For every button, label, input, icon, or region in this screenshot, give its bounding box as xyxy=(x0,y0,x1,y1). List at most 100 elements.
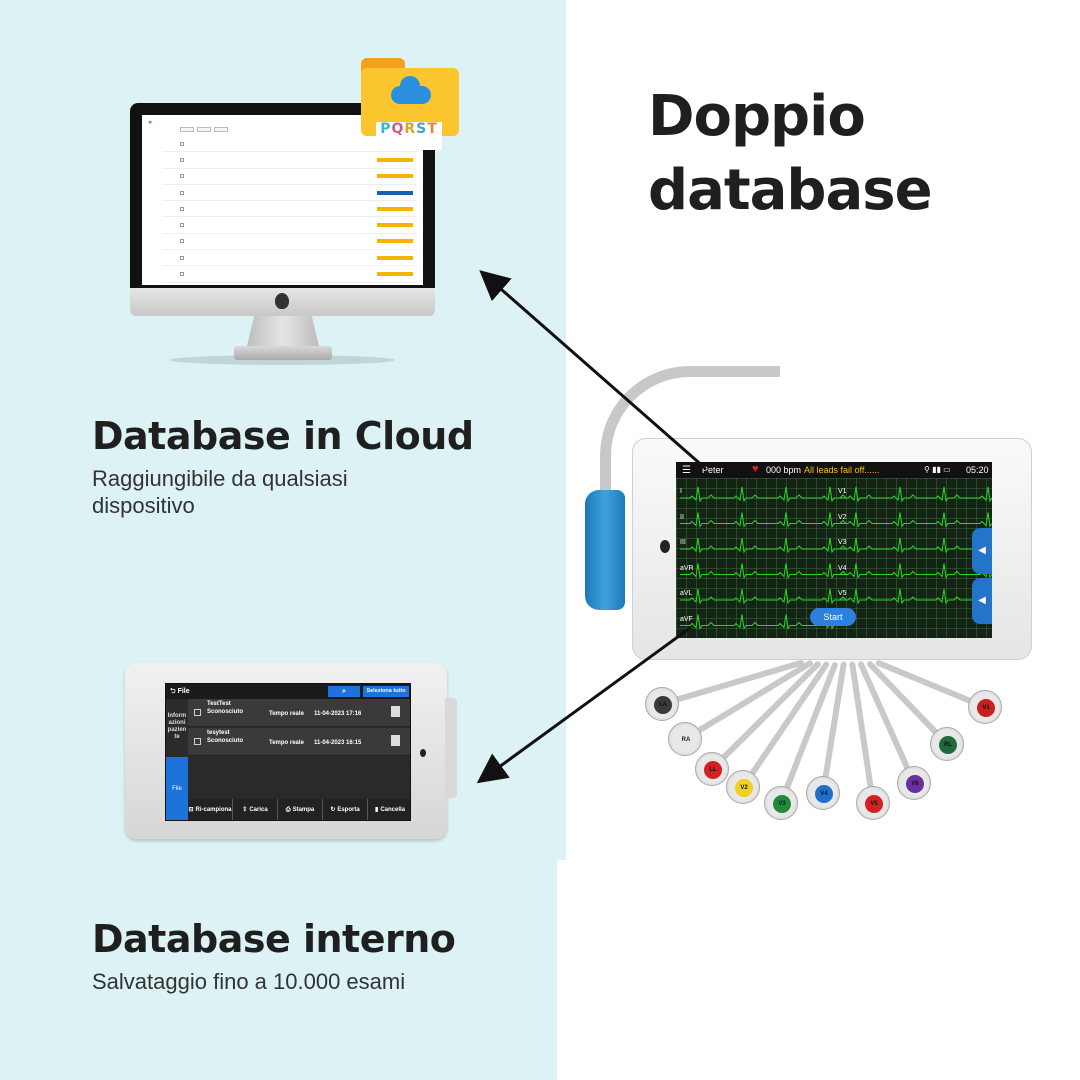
electrode-label: RA xyxy=(677,731,695,749)
select-all-button[interactable]: Seleziona tutto xyxy=(363,686,409,697)
electrode-v2: V2 xyxy=(726,770,760,804)
toolbar-button[interactable] xyxy=(180,127,194,132)
internal-description: Salvataggio fino a 10.000 esami xyxy=(92,969,406,994)
device-cable xyxy=(600,366,780,496)
start-button[interactable]: Start xyxy=(810,608,856,626)
toolbar-button[interactable] xyxy=(197,127,211,132)
status-icons: ⚲ ▮▮ ▭ xyxy=(924,465,951,474)
row-mode: Tempo reale xyxy=(269,711,304,717)
folder-letters: PQRST xyxy=(376,122,442,150)
menu-icon[interactable]: ☰ xyxy=(682,465,691,476)
list-item[interactable]: tesytest Sconosciuto Tempo reale 11-04-2… xyxy=(188,728,410,756)
export-icon: ↻ xyxy=(330,807,336,813)
cloud-icon xyxy=(391,76,431,104)
electrode-label: V2 xyxy=(735,779,753,797)
cable-connector xyxy=(585,490,625,610)
electrode-v6: V6 xyxy=(897,766,931,800)
delete-label: Cancella xyxy=(380,807,405,813)
upload-button[interactable]: ⇪Carica xyxy=(233,799,278,820)
ecg-trace-right xyxy=(838,486,992,503)
row-checkbox[interactable] xyxy=(194,709,201,716)
imac-stand-base xyxy=(234,346,332,360)
ecg-screen: ☰ Peter ♥ 000 bpm All leads fail off....… xyxy=(676,462,992,638)
sidebar-item-file[interactable]: File xyxy=(166,757,188,820)
electrode-label: V3 xyxy=(773,795,791,813)
device-sidebar: Informazioni paziente File xyxy=(166,699,188,820)
arrow-to-internal xyxy=(476,626,691,784)
lead-label: aVF xyxy=(680,615,693,623)
lead-alert: All leads fail off...... xyxy=(804,465,880,475)
table-row[interactable] xyxy=(162,266,417,283)
letter-s: S xyxy=(416,121,428,137)
table-header-row xyxy=(162,136,417,153)
page-title: Doppio database xyxy=(648,80,933,228)
electrode-label: V1 xyxy=(977,699,995,717)
internal-heading: Database interno xyxy=(92,917,456,961)
letter-t: T xyxy=(427,121,438,137)
imac-shadow xyxy=(170,355,395,365)
search-button[interactable]: ⌕ xyxy=(328,686,360,697)
electrode-v5: V5 xyxy=(856,786,890,820)
arrow-to-cloud xyxy=(479,270,706,470)
export-button[interactable]: ↻Esporta xyxy=(323,799,368,820)
letter-p: P xyxy=(380,121,392,137)
ecg-status-bar: ☰ Peter ♥ 000 bpm All leads fail off....… xyxy=(676,462,992,478)
chevron-left-icon: ◀ xyxy=(978,595,986,606)
document-icon[interactable] xyxy=(391,735,400,746)
sidebar-item-label: Informazioni paziente xyxy=(167,713,187,740)
ecg-trace-left xyxy=(680,486,847,503)
trash-icon: ▮ xyxy=(375,807,379,813)
electrode-label: RL xyxy=(939,736,957,754)
device-top-bar: ⮌ File ⌕ Seleziona tutto xyxy=(166,684,410,699)
table-row[interactable] xyxy=(162,234,417,251)
table-row[interactable] xyxy=(162,152,417,169)
lead-label: III xyxy=(680,539,686,546)
back-button[interactable]: ⮌ File xyxy=(170,688,190,695)
electrode-label: LA xyxy=(654,696,672,714)
ecg-trace-left xyxy=(680,588,847,605)
lead-label: aVR xyxy=(680,564,694,572)
electrode-label: V4 xyxy=(815,785,833,803)
electrode-label: V5 xyxy=(865,795,883,813)
resample-button[interactable]: ⊟Ri-campiona xyxy=(188,799,233,820)
letter-q: Q xyxy=(391,121,405,137)
delete-button[interactable]: ▮Cancella xyxy=(368,799,410,820)
heart-rate: 000 bpm xyxy=(766,465,802,475)
imac-stand xyxy=(247,316,319,346)
patient-name: Peter xyxy=(702,465,724,475)
print-label: Stampa xyxy=(292,807,315,813)
row-checkbox[interactable] xyxy=(194,738,201,745)
lead-label: aVL xyxy=(680,590,693,597)
table-row[interactable] xyxy=(162,201,417,218)
document-icon[interactable] xyxy=(391,706,400,717)
clock: 05:20 xyxy=(966,465,989,475)
internal-db-device: ⮌ File ⌕ Seleziona tutto Informazioni pa… xyxy=(125,663,457,839)
row-mode: Tempo reale xyxy=(269,740,304,746)
electrode-v4: V4 xyxy=(806,776,840,810)
cloud-table-toolbar xyxy=(180,127,417,132)
sidebar-item-patient-info[interactable]: Informazioni paziente xyxy=(166,699,188,741)
apple-logo-icon xyxy=(275,293,289,309)
table-row[interactable] xyxy=(162,185,417,202)
table-row[interactable] xyxy=(162,250,417,267)
resample-icon: ⊟ xyxy=(188,807,194,813)
toolbar-button[interactable] xyxy=(214,127,228,132)
back-label: File xyxy=(177,688,190,695)
list-item[interactable]: TestTest Sconosciuto Tempo reale 11-04-2… xyxy=(188,699,410,727)
table-row[interactable] xyxy=(162,169,417,185)
electrode-v3: V3 xyxy=(764,786,798,820)
table-row[interactable] xyxy=(162,217,417,234)
panel-collapse-button[interactable]: ◀ xyxy=(972,578,992,624)
row-date: 11-04-2023 17:16 xyxy=(314,711,362,717)
panel-collapse-button[interactable]: ◀ xyxy=(972,528,992,574)
lead-label: V3 xyxy=(838,539,847,546)
device-side-edge xyxy=(445,698,457,798)
cloud-description: Raggiungibile da qualsiasi dispositivo xyxy=(92,466,348,518)
row-date: 11-04-2023 16:15 xyxy=(314,740,362,746)
electrode-rl: RL xyxy=(930,727,964,761)
print-button[interactable]: ⎙Stampa xyxy=(278,799,323,820)
lead-label: II xyxy=(680,513,684,521)
cloud-heading: Database in Cloud xyxy=(92,414,474,458)
resample-label: Ri-campiona xyxy=(195,807,232,813)
